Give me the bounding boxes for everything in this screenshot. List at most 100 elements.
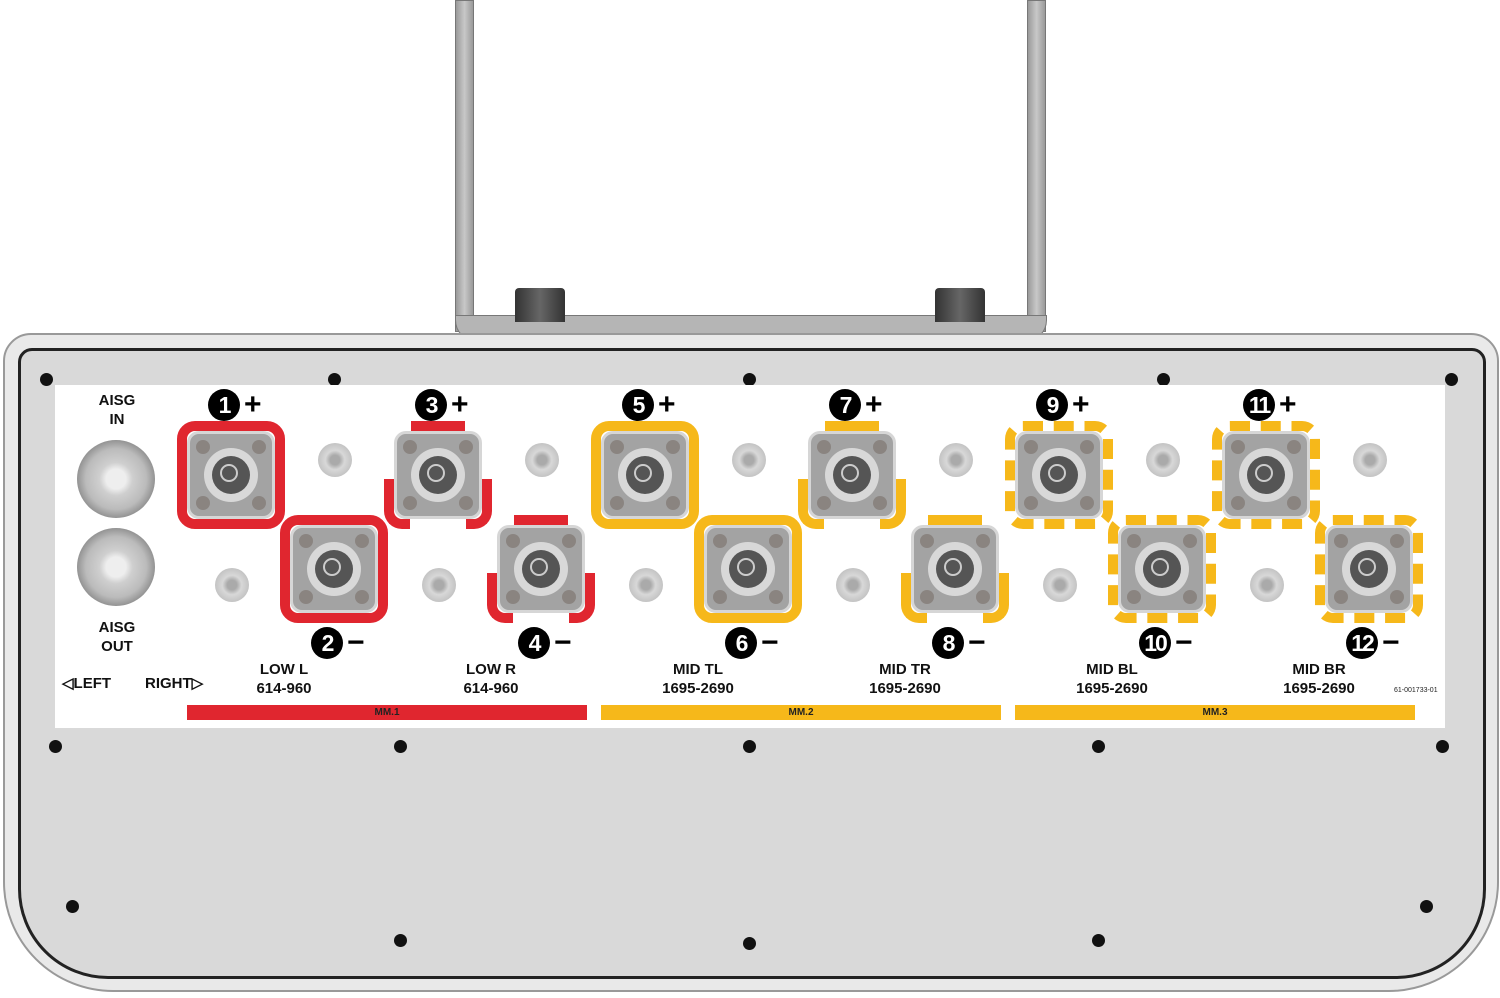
band-name: LOW R <box>466 661 516 678</box>
port-number: 11 <box>1243 389 1275 421</box>
band-name: MID BR <box>1292 661 1346 678</box>
connector-bolt <box>355 590 369 604</box>
mounting-bracket-right-post <box>1027 0 1046 332</box>
port-number: 8 <box>932 627 964 659</box>
port-10-color-ring <box>1108 515 1216 623</box>
port-number: 9 <box>1036 389 1068 421</box>
connector-bolt <box>817 496 831 510</box>
connector-socket <box>1040 456 1078 494</box>
bracket-top <box>928 515 982 525</box>
polarity-sign: + <box>865 388 883 421</box>
port-5-connector[interactable] <box>601 431 689 519</box>
mounting-hole <box>394 740 407 753</box>
polarity-sign: − <box>347 626 365 659</box>
panel-screw <box>836 568 870 602</box>
band-name: MID TR <box>879 661 931 678</box>
connector-pin <box>530 558 548 576</box>
connector-bolt <box>1287 440 1301 454</box>
connector-pin <box>1048 464 1066 482</box>
bracket-bottom-right <box>983 573 1009 623</box>
connector-bolt <box>1024 440 1038 454</box>
bracket-bottom-left <box>798 479 824 529</box>
connector-pin <box>1151 558 1169 576</box>
mounting-hole <box>743 740 756 753</box>
port-number: 4 <box>518 627 550 659</box>
port-11-number-label: 11+ <box>1243 388 1297 421</box>
connector-bolt <box>713 534 727 548</box>
mounting-hole <box>1420 900 1433 913</box>
port-11-connector[interactable] <box>1222 431 1310 519</box>
connector-bolt <box>817 440 831 454</box>
mounting-hole <box>1157 373 1170 386</box>
band-name: LOW L <box>259 661 309 678</box>
bracket-bottom-left <box>487 573 513 623</box>
connector-coupling <box>1342 542 1396 596</box>
mounting-hole <box>743 937 756 950</box>
connector-bolt <box>1127 534 1141 548</box>
mounting-hole <box>1445 373 1458 386</box>
connector-bolt <box>196 496 210 510</box>
connector-socket <box>1247 456 1285 494</box>
port-5-color-ring <box>591 421 699 529</box>
connector-bolt <box>1183 590 1197 604</box>
panel-screw <box>1146 443 1180 477</box>
mounting-hole <box>1092 740 1105 753</box>
polarity-sign: + <box>1072 388 1090 421</box>
polarity-sign: + <box>451 388 469 421</box>
connector-bolt <box>1127 590 1141 604</box>
connector-coupling <box>1032 448 1086 502</box>
port-4-connector[interactable] <box>497 525 585 613</box>
connector-pin <box>427 464 445 482</box>
aisg-in-connector[interactable] <box>77 440 155 518</box>
port-10-connector[interactable] <box>1118 525 1206 613</box>
mounting-bracket-left-post <box>455 0 474 332</box>
connector-coupling <box>721 542 775 596</box>
connector-bolt <box>1287 496 1301 510</box>
port-7-connector[interactable] <box>808 431 896 519</box>
connector-pin <box>737 558 755 576</box>
port-8-connector[interactable] <box>911 525 999 613</box>
port-9-color-ring <box>1005 421 1113 529</box>
port-6-number-label: 6− <box>725 626 779 659</box>
band-frequency-range: 1695-2690 <box>869 680 941 697</box>
port-3-connector[interactable] <box>394 431 482 519</box>
bracket-bottom-right <box>569 573 595 623</box>
polarity-sign: + <box>658 388 676 421</box>
band-frequency-range: 614-960 <box>463 680 519 697</box>
port-12-connector[interactable] <box>1325 525 1413 613</box>
aisg-out-label: AISG OUT <box>98 619 136 655</box>
part-number: 61-001733-01 <box>1394 687 1438 694</box>
bracket-knob-right <box>935 288 985 322</box>
mounting-hole <box>66 900 79 913</box>
port-8-color-ring <box>901 515 1009 623</box>
polarity-sign: + <box>1279 388 1297 421</box>
band-label-mid-tr: MID TR 1695-2690 <box>845 660 965 698</box>
port-1-connector[interactable] <box>187 431 275 519</box>
aisg-out-connector[interactable] <box>77 528 155 606</box>
connector-bolt <box>403 440 417 454</box>
port-6-connector[interactable] <box>704 525 792 613</box>
port-number: 6 <box>725 627 757 659</box>
connector-bolt <box>1080 440 1094 454</box>
connector-bolt <box>610 496 624 510</box>
connector-bolt <box>1390 534 1404 548</box>
port-3-number-label: 3+ <box>415 388 469 421</box>
connector-socket <box>833 456 871 494</box>
port-1-number-label: 1+ <box>208 388 262 421</box>
connector-bolt <box>506 590 520 604</box>
port-12-number-label: 12− <box>1346 626 1400 659</box>
bracket-top <box>411 421 465 431</box>
port-4-number-label: 4− <box>518 626 572 659</box>
band-name: MID BL <box>1086 661 1138 678</box>
mounting-hole <box>743 373 756 386</box>
port-9-number-label: 9+ <box>1036 388 1090 421</box>
band-frequency-range: 1695-2690 <box>662 680 734 697</box>
connector-bolt <box>506 534 520 548</box>
port-9-connector[interactable] <box>1015 431 1103 519</box>
port-number: 10 <box>1139 627 1171 659</box>
port-2-connector[interactable] <box>290 525 378 613</box>
connector-bolt <box>920 590 934 604</box>
polarity-sign: − <box>761 626 779 659</box>
band-frequency-range: 614-960 <box>256 680 312 697</box>
